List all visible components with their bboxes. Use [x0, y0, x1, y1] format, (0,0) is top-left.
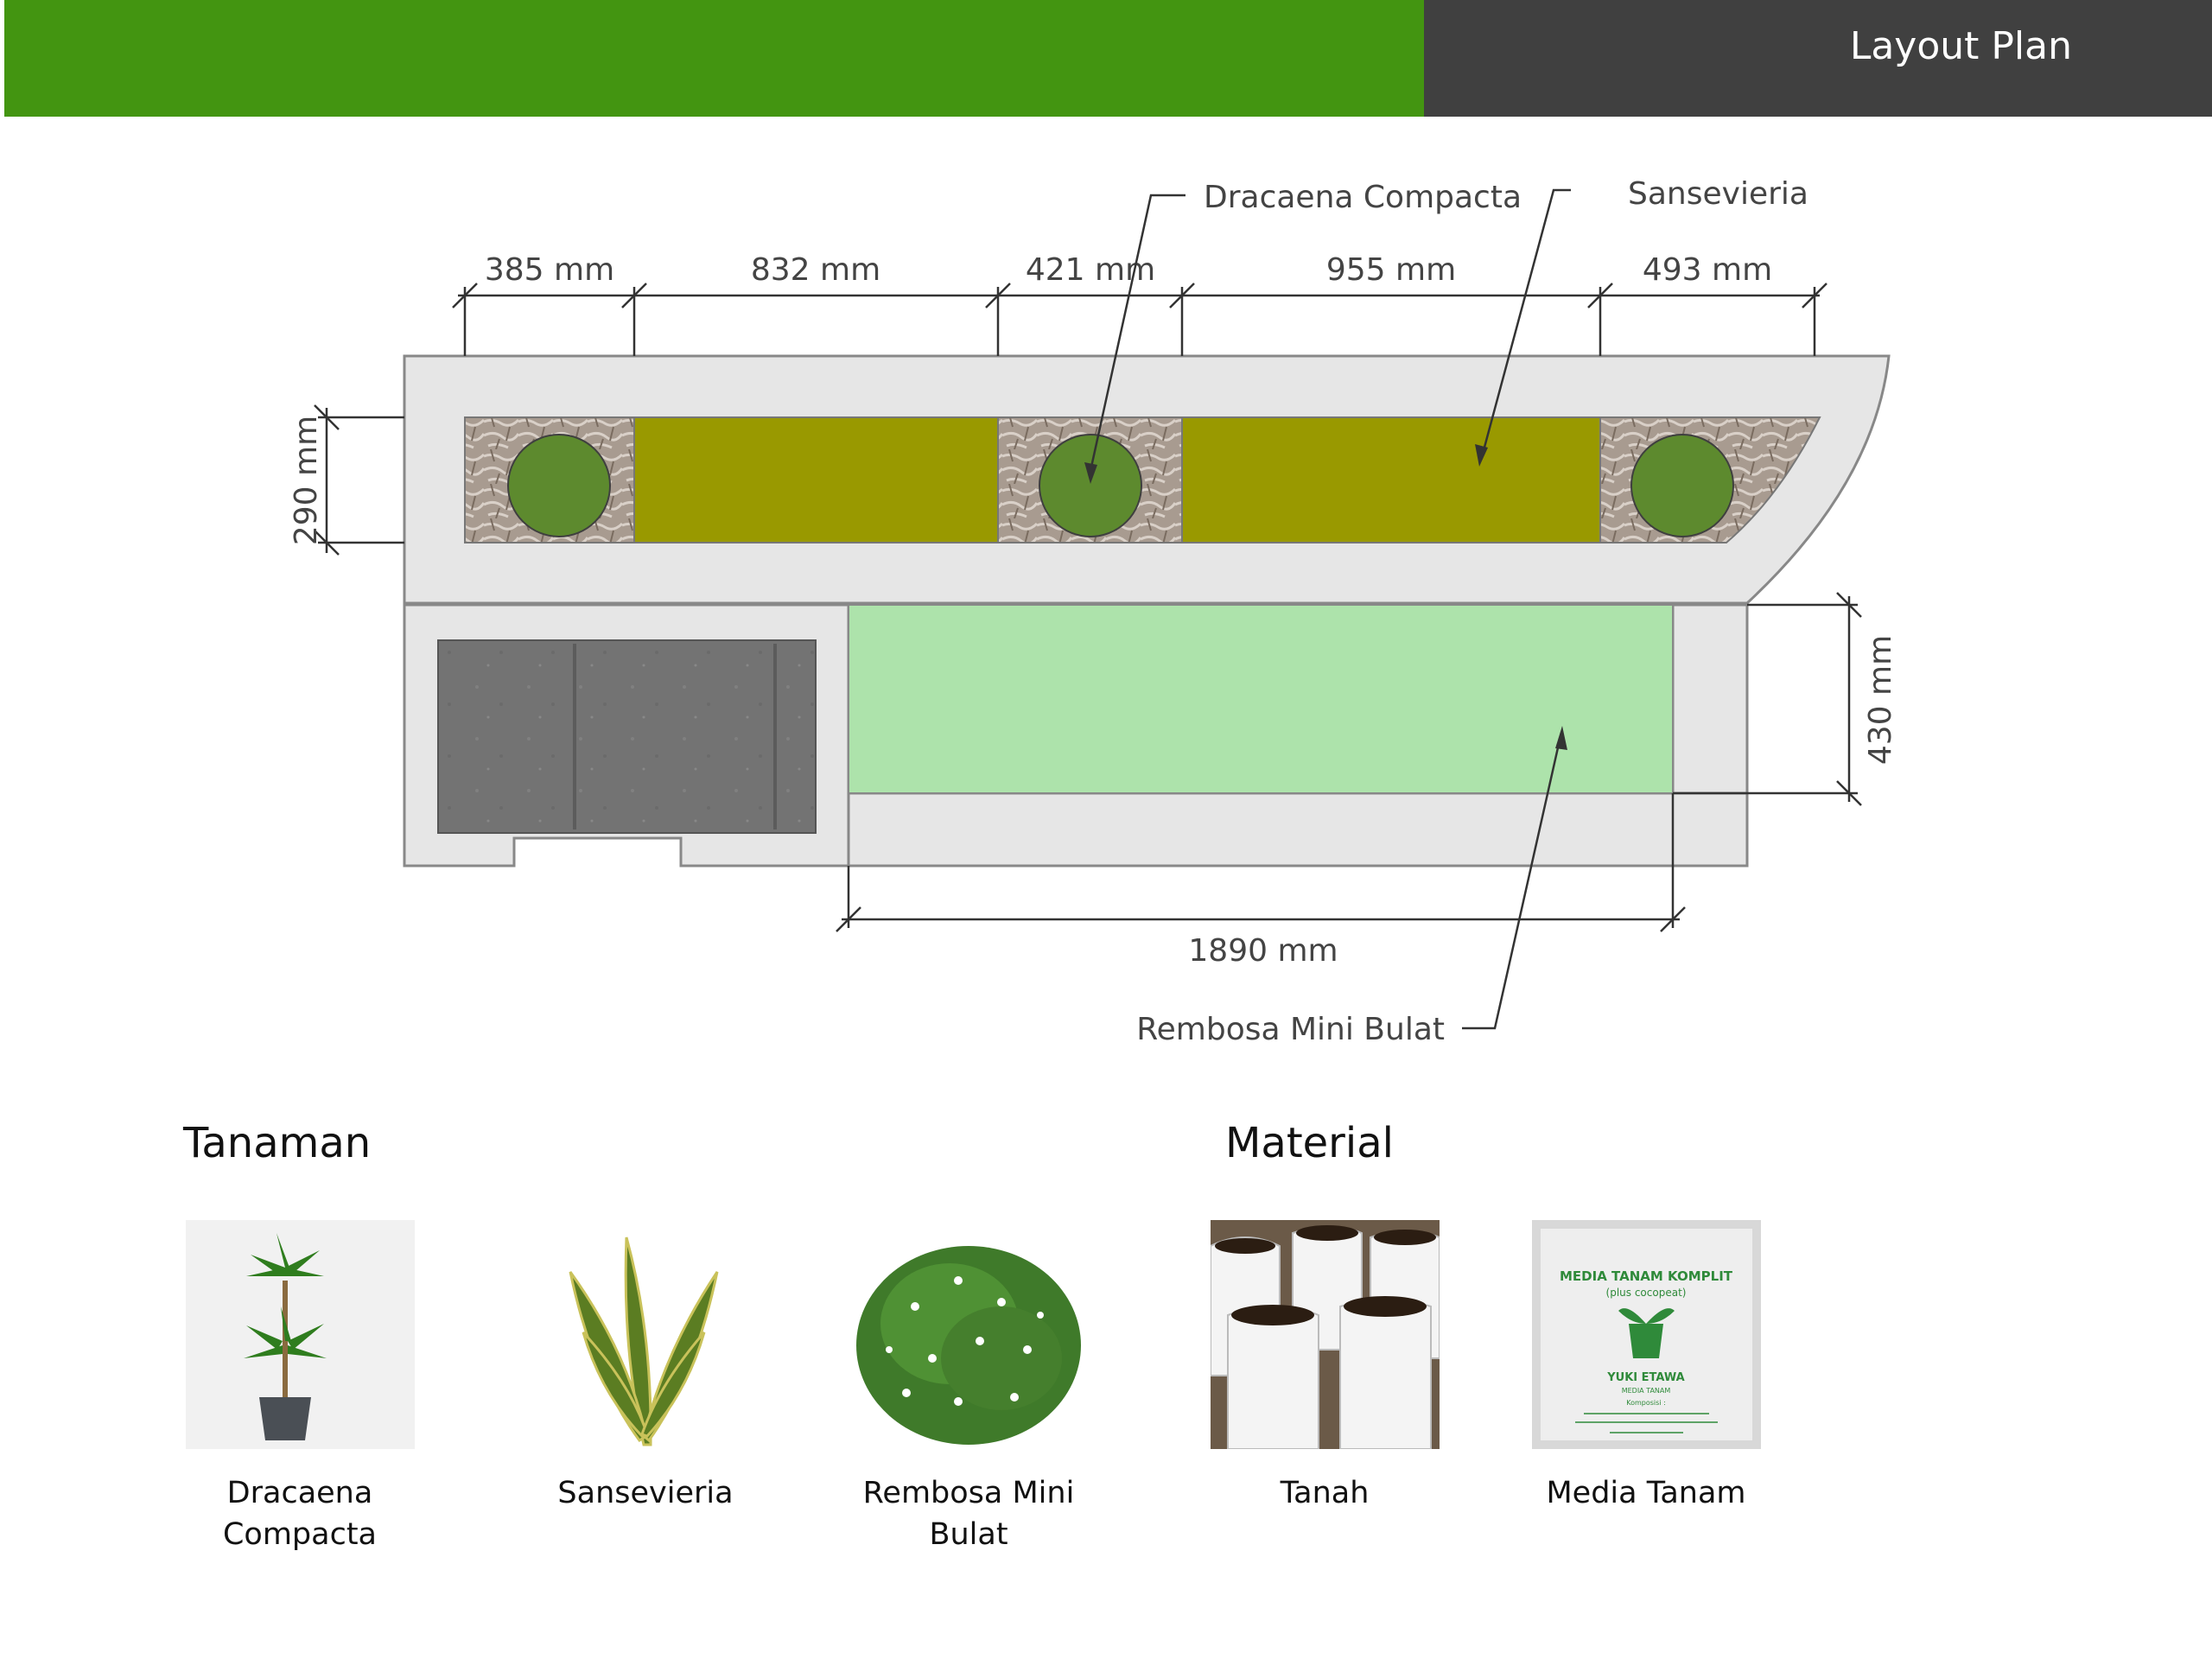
card-rembosa: Rembosa Mini Bulat: [852, 1220, 1085, 1555]
header-green-bar: [4, 0, 1424, 117]
label-sansevieria: Sansevieria: [1628, 176, 1808, 212]
plant-circle-2: [1039, 434, 1142, 537]
olive-bed-2: [1181, 416, 1601, 543]
callout-leaders: [1089, 188, 1571, 1030]
soil-bags-icon: [1209, 1220, 1440, 1450]
dim-955: 955 mm: [1326, 252, 1456, 288]
grass-area: [848, 604, 1674, 794]
header-dark-bar: Layout Plan: [1424, 0, 2212, 117]
caption-dracaena: Dracaena Compacta: [222, 1476, 378, 1552]
dim-421: 421 mm: [1026, 252, 1155, 288]
page-title: Layout Plan: [1849, 24, 2072, 68]
dim-832: 832 mm: [751, 252, 880, 288]
card-media-tanam: MEDIA TANAM KOMPLIT (plus cocopeat) YUKI…: [1529, 1220, 1763, 1514]
label-rembosa-mini-bulat: Rembosa Mini Bulat: [1136, 1012, 1445, 1047]
plant-circle-3: [1630, 434, 1734, 537]
card-dracaena: Dracaena Compacta: [183, 1220, 416, 1555]
bag-komposisi-text: Komposisi :: [1626, 1399, 1666, 1407]
card-sansevieria: Sansevieria: [529, 1220, 762, 1514]
sansevieria-plant-icon: [531, 1220, 760, 1449]
tanaman-title: Tanaman: [183, 1119, 372, 1167]
bag-sub-text: (plus cocopeat): [1605, 1287, 1686, 1299]
dim-1890: 1890 mm: [1188, 933, 1338, 969]
dim-385: 385 mm: [485, 252, 614, 288]
left-dimension-line: [314, 404, 404, 556]
top-dimension-line: [452, 283, 1827, 356]
dim-493: 493 mm: [1643, 252, 1772, 288]
caption-sansevieria: Sansevieria: [557, 1476, 734, 1510]
dracaena-plant-icon: [185, 1220, 415, 1449]
caption-media-tanam: Media Tanam: [1546, 1476, 1746, 1510]
plant-circle-1: [507, 434, 611, 537]
olive-bed-1: [633, 416, 999, 543]
bag-brand-text: MEDIA TANAM KOMPLIT: [1559, 1268, 1732, 1284]
label-dracaena-compacta: Dracaena Compacta: [1204, 180, 1522, 215]
rembosa-shrub-icon: [854, 1220, 1084, 1449]
dim-290: 290 mm: [289, 416, 324, 545]
material-title: Material: [1225, 1119, 1394, 1167]
dim-430: 430 mm: [1863, 635, 1898, 765]
growing-media-bag-icon: MEDIA TANAM KOMPLIT (plus cocopeat) YUKI…: [1531, 1220, 1761, 1449]
right-dimension-line: [1673, 592, 1862, 806]
card-tanah: Tanah: [1208, 1220, 1441, 1514]
bag-maker-text: YUKI ETAWA: [1606, 1371, 1684, 1384]
caption-rembosa: Rembosa Mini Bulat: [862, 1476, 1075, 1552]
paving-area: [437, 639, 817, 834]
caption-tanah: Tanah: [1280, 1476, 1370, 1510]
callout-arrowheads: [1084, 444, 1567, 750]
bottom-dimension-line: [836, 793, 1686, 932]
bag-maker-sub-text: MEDIA TANAM: [1621, 1387, 1670, 1395]
